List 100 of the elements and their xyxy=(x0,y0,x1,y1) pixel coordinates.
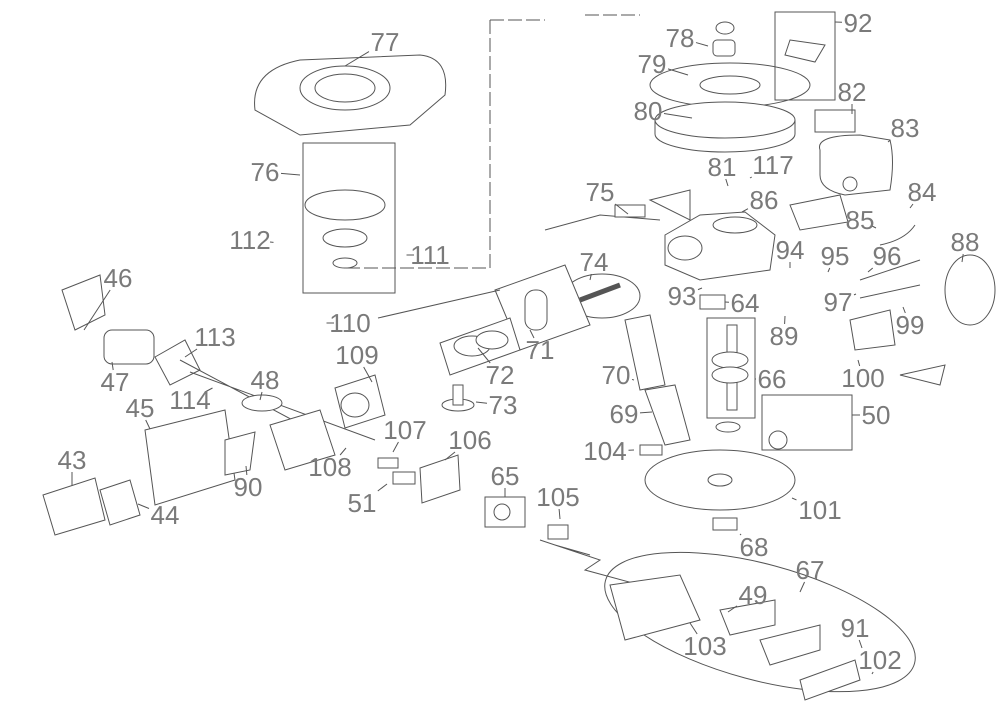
callout-number: 68 xyxy=(740,534,768,560)
callout-number: 102 xyxy=(858,647,902,673)
callout-number: 105 xyxy=(536,484,580,510)
leader-line xyxy=(854,294,856,296)
leader-line xyxy=(800,582,806,592)
leader-line xyxy=(270,242,274,243)
leader-line xyxy=(868,268,874,272)
leader-line xyxy=(872,226,876,228)
callout-number: 64 xyxy=(730,290,760,316)
leader-line xyxy=(84,290,111,330)
callout-number: 77 xyxy=(370,29,400,55)
callout-number: 80 xyxy=(634,98,662,124)
callout-number: 72 xyxy=(486,362,514,388)
callout-number: 99 xyxy=(896,312,924,338)
leader-line xyxy=(852,414,860,416)
callout-number: 71 xyxy=(526,337,554,363)
callout-number: 92 xyxy=(844,10,872,36)
leader-line xyxy=(696,42,708,46)
callout-number: 101 xyxy=(798,497,842,523)
callout-number: 79 xyxy=(638,51,666,77)
callout-number: 107 xyxy=(383,417,427,443)
leader-line xyxy=(858,640,862,648)
leader-line xyxy=(204,388,213,392)
leader-line xyxy=(792,498,797,500)
leader-line xyxy=(834,22,842,23)
leader-line xyxy=(184,348,198,358)
leader-line xyxy=(478,348,491,364)
callout-number: 43 xyxy=(58,447,86,473)
callout-number: 88 xyxy=(950,229,980,255)
leader-line xyxy=(377,484,388,492)
callout-number: 117 xyxy=(752,152,794,178)
leader-line xyxy=(728,605,738,612)
callout-number: 45 xyxy=(126,395,154,421)
callout-number: 67 xyxy=(796,557,824,583)
callout-number: 46 xyxy=(104,265,132,291)
callout-number: 89 xyxy=(770,323,798,349)
callout-number: 70 xyxy=(602,362,630,388)
leader-line xyxy=(668,68,688,76)
callout-number: 49 xyxy=(738,582,768,608)
leader-line xyxy=(888,140,891,142)
leader-line xyxy=(363,366,372,382)
callout-number: 103 xyxy=(683,633,727,659)
callout-number: 100 xyxy=(841,365,885,391)
callout-number: 66 xyxy=(758,366,786,392)
leader-line xyxy=(750,176,752,178)
callout-number: 110 xyxy=(329,310,371,336)
callout-number: 75 xyxy=(586,179,614,205)
leader-line xyxy=(962,254,964,262)
callout-number: 47 xyxy=(100,369,130,395)
leader-line xyxy=(590,274,592,280)
leader-line xyxy=(392,442,399,452)
callout-number: 69 xyxy=(610,401,638,427)
leader-line xyxy=(340,448,346,456)
leader-line xyxy=(828,268,830,272)
leader-line xyxy=(724,302,730,303)
leader-line xyxy=(326,322,334,324)
callout-number: 76 xyxy=(250,159,280,185)
leader-line xyxy=(664,113,692,118)
leader-line xyxy=(246,466,248,476)
callout-number: 85 xyxy=(846,207,874,233)
callout-number: 111 xyxy=(410,242,450,268)
callout-number: 51 xyxy=(348,490,376,516)
leader-line xyxy=(784,316,786,324)
leader-line xyxy=(872,672,874,674)
callout-number: 73 xyxy=(488,392,518,418)
callout-number: 90 xyxy=(234,474,262,500)
leader-line xyxy=(910,204,914,208)
callout-number: 81 xyxy=(708,154,736,180)
leader-line xyxy=(858,360,860,366)
leader-line xyxy=(725,178,728,186)
callout-number: 74 xyxy=(580,249,608,275)
callout-number: 113 xyxy=(194,324,236,350)
leader-line xyxy=(640,412,652,414)
leader-line xyxy=(698,288,702,290)
leader-line xyxy=(690,622,698,634)
callout-number: 83 xyxy=(890,115,920,141)
leader-line xyxy=(504,488,506,498)
leader-line xyxy=(476,402,488,404)
callout-number: 65 xyxy=(490,463,520,489)
leader-line xyxy=(614,204,628,214)
callout-number: 106 xyxy=(448,427,492,453)
callout-number: 50 xyxy=(862,402,890,428)
callout-number: 96 xyxy=(872,243,902,269)
callout-number: 78 xyxy=(666,25,694,51)
callout-number: 94 xyxy=(776,237,804,263)
leader-line xyxy=(138,504,150,509)
callout-number: 95 xyxy=(820,243,850,269)
callout-number: 112 xyxy=(229,227,271,253)
callout-number: 109 xyxy=(335,342,379,368)
callout-number: 93 xyxy=(668,283,696,309)
callout-number: 114 xyxy=(169,387,211,413)
callout-number: 82 xyxy=(838,79,866,105)
callout-number: 86 xyxy=(750,187,778,213)
leader-line xyxy=(742,208,748,212)
leader-line xyxy=(112,362,114,370)
callout-number: 97 xyxy=(824,289,852,315)
leader-line xyxy=(632,378,634,380)
leader-line xyxy=(280,172,300,176)
leader-line xyxy=(902,306,906,314)
leader-line xyxy=(145,420,150,430)
